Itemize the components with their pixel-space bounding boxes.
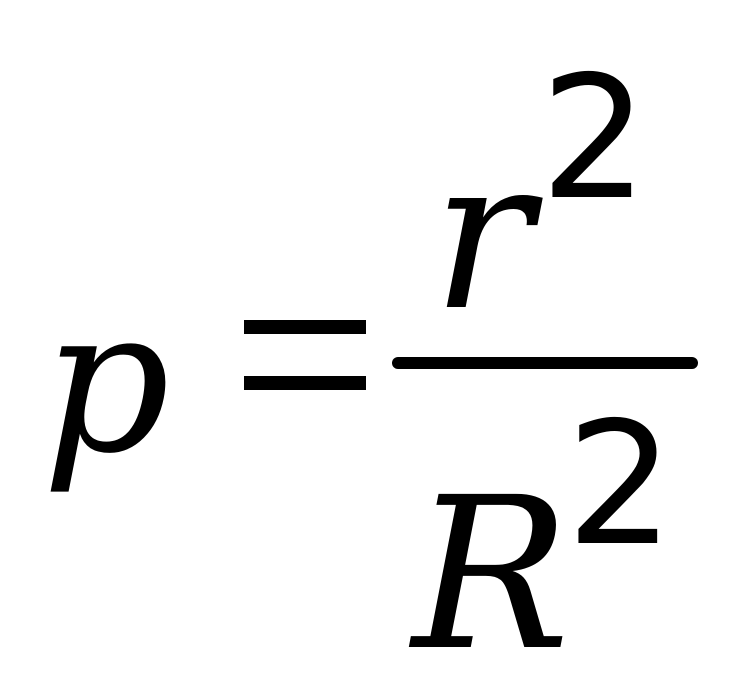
numerator-exponent: 2 — [540, 40, 649, 238]
numerator-base: r — [432, 112, 533, 357]
denominator-exponent: 2 — [566, 386, 675, 584]
fraction-bar — [392, 357, 698, 369]
equals-sign-top-bar — [244, 320, 366, 334]
lhs-variable: p — [42, 265, 171, 498]
equation: p r 2 R 2 — [42, 40, 698, 680]
equals-sign-bottom-bar — [244, 376, 366, 390]
denominator-base: R — [412, 452, 571, 697]
